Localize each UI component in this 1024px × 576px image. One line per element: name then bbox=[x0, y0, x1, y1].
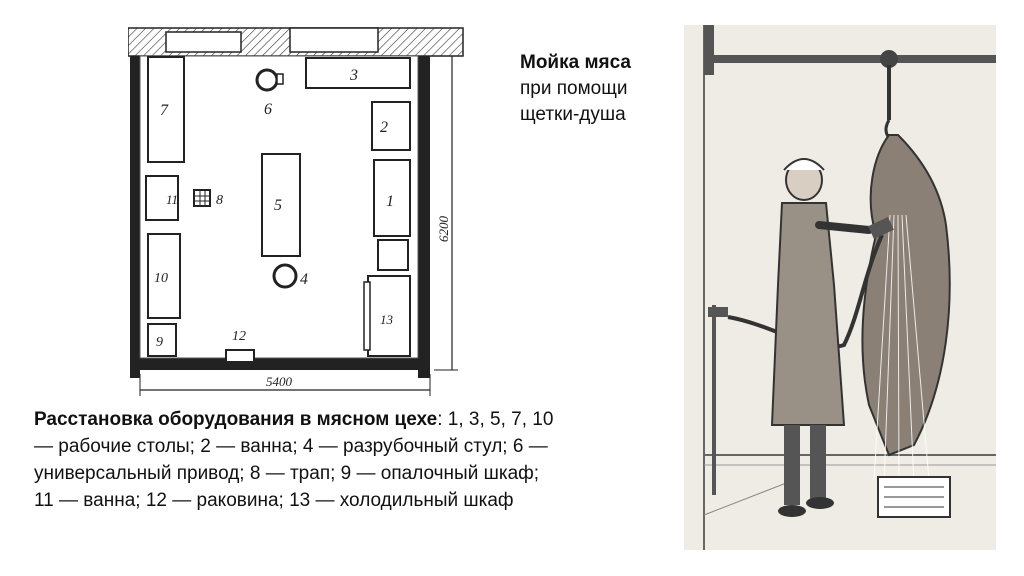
item-11-bath bbox=[145, 175, 179, 221]
item-3-worktable bbox=[305, 57, 411, 89]
label-2: 2 bbox=[380, 119, 388, 136]
washing-title-bold: Мойка мяса bbox=[520, 52, 631, 73]
worker-figure bbox=[770, 158, 873, 517]
label-5: 5 bbox=[274, 197, 282, 214]
brush-shower-icon bbox=[868, 217, 894, 239]
washing-title: Мойка мяса при помощи щетки-душа bbox=[520, 50, 680, 128]
label-10: 10 bbox=[154, 271, 168, 286]
worker-boot-right bbox=[806, 497, 834, 509]
label-7: 7 bbox=[160, 102, 169, 119]
item-6-drive-motor bbox=[276, 73, 284, 85]
item-8-drain bbox=[193, 189, 211, 207]
worker-leg-left bbox=[784, 425, 800, 505]
item-4-chopping-block bbox=[272, 263, 298, 289]
label-12: 12 bbox=[232, 329, 246, 344]
dimension-height: 6200 bbox=[436, 216, 451, 243]
worker-boot-left bbox=[778, 505, 806, 517]
item-5-worktable bbox=[261, 153, 301, 257]
label-4: 4 bbox=[300, 271, 308, 288]
wall-bottom bbox=[130, 358, 430, 370]
drain-grate bbox=[884, 486, 944, 508]
label-9: 9 bbox=[156, 335, 163, 350]
caption-title: Расстановка оборудования в мясном цехе bbox=[34, 409, 438, 430]
dimension-width: 5400 bbox=[266, 374, 293, 389]
label-13: 13 bbox=[380, 312, 394, 327]
caption-text: 1, 3, 5, 7, 10 — рабочие столы; 2 — ванн… bbox=[34, 409, 554, 511]
item-6-drive bbox=[255, 68, 279, 92]
caption-colon: : bbox=[437, 409, 443, 430]
meat-washing-illustration bbox=[684, 25, 996, 550]
worker-apron bbox=[770, 202, 846, 426]
water-valve bbox=[708, 307, 728, 317]
overhead-rail bbox=[704, 55, 996, 63]
shower-hose bbox=[727, 234, 884, 349]
illustration-drawing bbox=[684, 25, 996, 550]
washing-title-line1: при помощи bbox=[520, 78, 628, 99]
window-right bbox=[289, 27, 379, 53]
plan-caption: Расстановка оборудования в мясном цехе: … bbox=[34, 406, 564, 514]
worker-cap bbox=[783, 158, 825, 171]
label-8: 8 bbox=[216, 193, 223, 208]
rail-bracket bbox=[704, 25, 714, 75]
item-7-worktable bbox=[147, 56, 185, 163]
water-spray bbox=[873, 214, 930, 486]
label-11: 11 bbox=[166, 192, 178, 207]
label-3: 3 bbox=[349, 67, 358, 84]
label-1: 1 bbox=[386, 193, 394, 210]
item-12-sink bbox=[225, 349, 255, 363]
item-9-singeing-cabinet bbox=[147, 323, 177, 357]
item-10-worktable bbox=[147, 233, 181, 319]
wall-right bbox=[418, 56, 430, 378]
window-left bbox=[165, 31, 242, 53]
worker-leg-right bbox=[810, 425, 826, 505]
washing-title-line2: щетки-душа bbox=[520, 104, 626, 125]
wall-left bbox=[130, 56, 140, 378]
label-6: 6 bbox=[264, 101, 272, 118]
equipment-floor-plan: 7 6 3 2 11 8 5 1 4 10 13 9 bbox=[128, 20, 473, 406]
floor-perspective bbox=[703, 479, 795, 516]
item-2-bath bbox=[371, 101, 411, 151]
worker-arm bbox=[815, 221, 873, 234]
item-unlabeled-box bbox=[377, 239, 409, 271]
floor-plan-drawing: 7 6 3 2 11 8 5 1 4 10 13 9 bbox=[128, 27, 464, 396]
item-13-door bbox=[363, 281, 371, 351]
item-1-worktable bbox=[373, 159, 411, 237]
rail-trolley bbox=[880, 50, 898, 68]
item-13-refrigerator bbox=[367, 275, 411, 357]
